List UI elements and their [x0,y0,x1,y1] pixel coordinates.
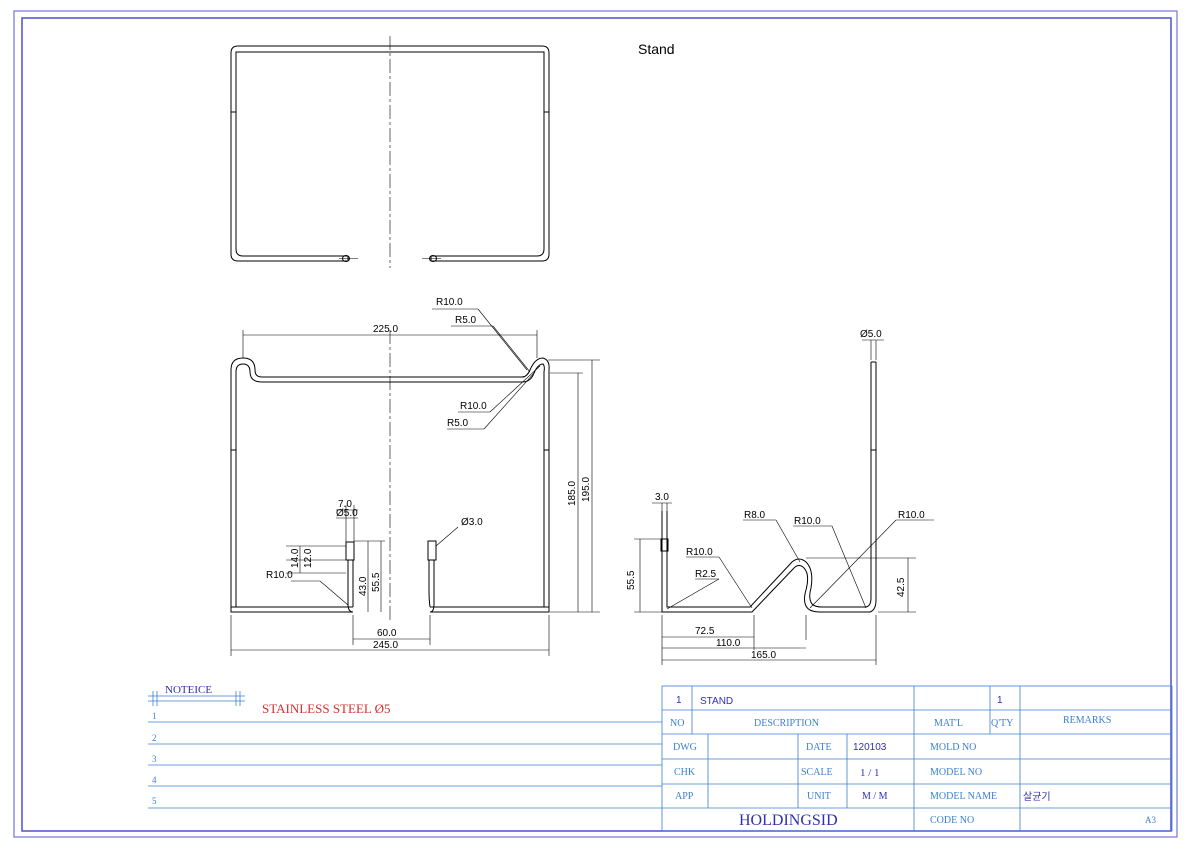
tb-date-label: DATE [806,742,832,753]
front-view-leg-right-tip [427,540,437,561]
tb-code-no: CODE NO [930,815,974,826]
top-view [230,36,550,268]
side-dim-r10-a: R10.0 [686,547,713,558]
tb-app: APP [675,791,694,802]
side-dim-165: 165.0 [751,650,776,661]
side-view-wire-outer [661,362,877,613]
inner-frame [21,17,1172,832]
front-view-leg-right [428,560,435,613]
front-view-wire-outer [230,357,550,613]
side-dim-r2-5: R2.5 [695,569,717,580]
drawing-title: Stand [638,41,675,57]
note-row-1: 1 [152,711,157,721]
note-line-1: STAINLESS STEEL Ø5 [262,701,390,716]
outer-frame [13,10,1178,838]
side-view [660,361,877,613]
dim-r-bottom-left: R10.0 [266,570,293,581]
note-row-4: 4 [152,775,157,785]
tb-company: HOLDINGSID [739,812,838,829]
tb-chk: CHK [674,767,696,778]
side-dim-r8: R8.0 [744,510,766,521]
tb-model-no: MODEL NO [930,767,982,778]
tb-sheet-size: A3 [1145,815,1156,825]
dim-14: 14.0 [290,548,301,568]
side-dim-72-5: 72.5 [695,626,715,637]
tb-item-desc: STAND [700,696,733,707]
note-row-5: 5 [152,796,157,806]
dim-top-width: 225.0 [373,324,398,335]
front-view-wire-inner [235,363,545,608]
tb-header-material: MAT'L [934,718,963,729]
side-dim-dia5: Ø5.0 [860,329,882,340]
tb-date-value: 120103 [853,742,887,753]
side-view-wire-inner [666,362,872,608]
dim-245: 245.0 [373,640,398,651]
side-dim-r10-c: R10.0 [898,510,925,521]
dim-dia3: Ø3.0 [461,517,483,528]
tb-model-name-value: 살균기 [1023,791,1051,803]
tb-unit-label: UNIT [807,791,831,802]
tb-dwg: DWG [673,742,697,753]
dim-dia5: Ø5.0 [336,508,358,519]
dim-43: 43.0 [358,576,369,596]
tb-unit-value: M / M [862,791,888,802]
dim-r-outer-top: R10.0 [436,297,463,308]
side-dim-55-5: 55.5 [626,570,637,590]
tb-header-qty: Q'TY [991,718,1013,729]
top-view-wire-inner [235,51,545,257]
dim-r-outer-mid: R10.0 [460,401,487,412]
notes-heading: NOTEICE [165,684,212,696]
dim-height-outer: 195.0 [581,477,592,502]
dim-r-inner-mid: R5.0 [447,418,469,429]
front-view-dimensions [230,308,600,656]
front-view [230,330,550,620]
dim-height-inner: 185.0 [567,481,578,506]
tb-header-description: DESCRIPTION [754,718,819,729]
side-view-dimensions [634,339,934,665]
side-dim-3: 3.0 [655,492,669,503]
tb-header-remarks: REMARKS [1063,715,1111,726]
side-dim-42-5: 42.5 [896,577,907,597]
tb-item-no: 1 [676,695,682,706]
note-row-2: 2 [152,733,157,743]
dim-12: 12.0 [303,548,314,568]
title-block [661,685,1173,832]
side-dim-r10-b: R10.0 [794,516,821,527]
note-row-3: 3 [152,754,157,764]
side-view-tip [660,538,669,552]
dim-7: 7.0 [338,499,352,510]
side-dim-110: 110.0 [716,638,741,649]
tb-scale-value: 1 / 1 [860,767,880,779]
front-view-leg-left-tip [345,541,355,561]
dim-r-inner-top: R5.0 [455,315,477,326]
tb-item-qty: 1 [997,695,1003,706]
tb-header-no: NO [670,718,684,729]
front-view-leg-left [347,560,354,613]
tb-model-name-label: MODEL NAME [930,791,997,802]
tb-mold-no: MOLD NO [930,742,976,753]
dim-60: 60.0 [377,628,397,639]
tb-scale-label: SCALE [801,767,833,778]
notes-block [148,691,662,809]
dim-55-5-front: 55.5 [371,572,382,592]
